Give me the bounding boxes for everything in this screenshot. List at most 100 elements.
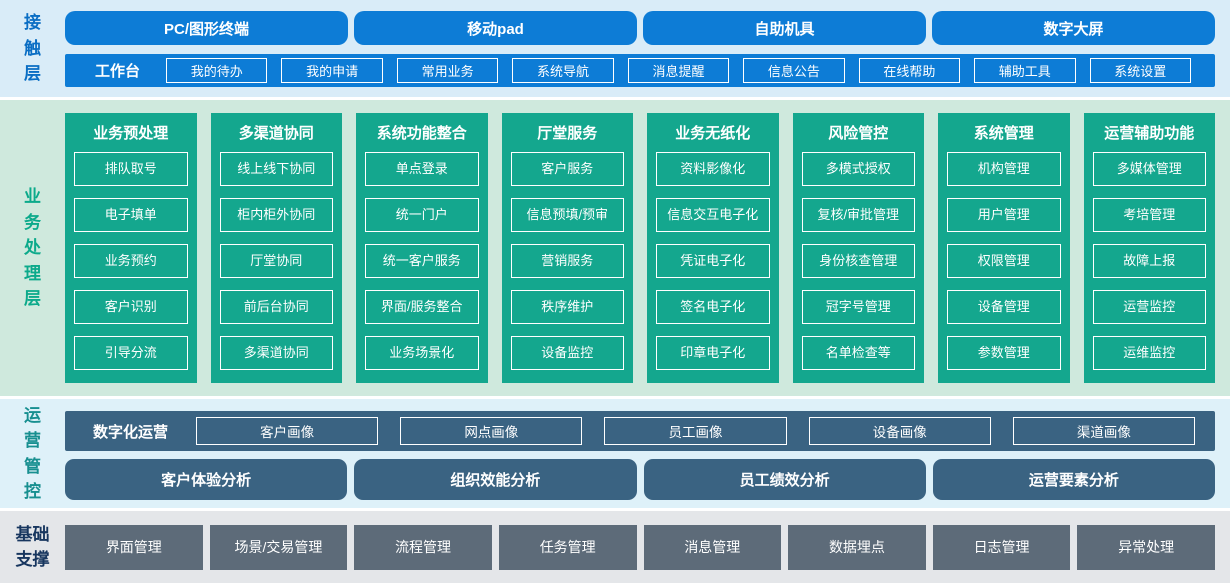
digital-operations-bar: 数字化运营 客户画像 网点画像 员工画像 设备画像 渠道画像 <box>65 411 1215 451</box>
module-box: 资料影像化 <box>656 152 770 186</box>
module-box: 厅堂协同 <box>219 244 333 278</box>
foundation-data-tracking: 数据埋点 <box>788 524 926 570</box>
contact-layer-label-zone: 接触层 <box>0 0 65 97</box>
terminal-pc-graphic: PC/图形终端 <box>65 11 348 45</box>
operations-layer-label-zone: 运营管控 <box>0 399 65 508</box>
workbench-bar: 工作台 我的待办 我的申请 常用业务 系统导航 消息提醒 信息公告 在线帮助 辅… <box>65 54 1215 87</box>
foundation-layer-label: 基础支撑 <box>15 524 50 570</box>
module-box: 单点登录 <box>365 152 479 186</box>
foundation-exception-handling: 异常处理 <box>1077 524 1215 570</box>
column-title: 多渠道协同 <box>238 125 314 142</box>
module-box: 排队取号 <box>74 152 188 186</box>
workbench-item-common-business: 常用业务 <box>396 58 499 83</box>
module-box: 运维监控 <box>1092 336 1206 370</box>
module-box: 秩序维护 <box>510 290 624 324</box>
column-operation-auxiliary: 运营辅助功能 多媒体管理 考培管理 故障上报 运营监控 运维监控 <box>1083 113 1215 383</box>
module-box: 设备管理 <box>947 290 1061 324</box>
processing-columns: 业务预处理 排队取号 电子填单 业务预约 客户识别 引导分流 多渠道协同 线上线… <box>65 113 1215 383</box>
workbench-item-message-alert: 消息提醒 <box>627 58 730 83</box>
column-system-function-integration: 系统功能整合 单点登录 统一门户 统一客户服务 界面/服务整合 业务场景化 <box>356 113 488 383</box>
foundation-layer-content: 界面管理 场景/交易管理 流程管理 任务管理 消息管理 数据埋点 日志管理 异常… <box>65 511 1215 583</box>
module-box: 多模式授权 <box>801 152 915 186</box>
column-title: 系统功能整合 <box>376 125 467 142</box>
module-box: 多媒体管理 <box>1092 152 1206 186</box>
column-title: 系统管理 <box>973 125 1034 142</box>
processing-layer-content: 业务预处理 排队取号 电子填单 业务预约 客户识别 引导分流 多渠道协同 线上线… <box>65 100 1215 396</box>
terminal-self-service: 自助机具 <box>643 11 926 45</box>
terminal-row: PC/图形终端 移动pad 自助机具 数字大屏 <box>65 11 1215 45</box>
module-box: 统一客户服务 <box>365 244 479 278</box>
workbench-item-system-nav: 系统导航 <box>512 58 614 83</box>
column-boxes: 多模式授权 复核/审批管理 身份核查管理 冠字号管理 名单检查等 <box>801 152 915 370</box>
foundation-items-row: 界面管理 场景/交易管理 流程管理 任务管理 消息管理 数据埋点 日志管理 异常… <box>65 524 1215 570</box>
foundation-log-management: 日志管理 <box>932 524 1071 570</box>
module-box: 考培管理 <box>1092 198 1206 232</box>
workbench-item-applications: 我的申请 <box>281 58 383 83</box>
column-boxes: 排队取号 电子填单 业务预约 客户识别 引导分流 <box>74 152 188 370</box>
module-box: 电子填单 <box>74 198 188 232</box>
module-box: 用户管理 <box>947 198 1061 232</box>
workbench-item-system-settings: 系统设置 <box>1089 58 1191 83</box>
module-box: 多渠道协同 <box>219 336 333 370</box>
foundation-scene-transaction: 场景/交易管理 <box>209 524 348 570</box>
column-risk-control: 风险管控 多模式授权 复核/审批管理 身份核查管理 冠字号管理 名单检查等 <box>792 113 924 383</box>
module-box: 名单检查等 <box>801 336 915 370</box>
module-box: 客户服务 <box>510 152 624 186</box>
foundation-layer-band: 基础支撑 界面管理 场景/交易管理 流程管理 任务管理 消息管理 数据埋点 日志… <box>0 511 1230 583</box>
column-paperless-business: 业务无纸化 资料影像化 信息交互电子化 凭证电子化 签名电子化 印章电子化 <box>647 113 779 383</box>
analysis-employee-performance: 员工绩效分析 <box>643 459 926 500</box>
module-box: 界面/服务整合 <box>365 290 479 324</box>
module-box: 客户识别 <box>74 290 188 324</box>
profile-customer: 客户画像 <box>196 417 379 445</box>
column-boxes: 多媒体管理 考培管理 故障上报 运营监控 运维监控 <box>1092 152 1206 370</box>
analysis-customer-experience: 客户体验分析 <box>65 459 348 500</box>
column-system-management: 系统管理 机构管理 用户管理 权限管理 设备管理 参数管理 <box>938 113 1070 383</box>
module-box: 设备监控 <box>510 336 624 370</box>
module-box: 业务预约 <box>74 244 188 278</box>
module-box: 参数管理 <box>947 336 1061 370</box>
module-box: 信息交互电子化 <box>656 198 770 232</box>
module-box: 凭证电子化 <box>656 244 770 278</box>
module-box: 权限管理 <box>947 244 1061 278</box>
analysis-operation-elements: 运营要素分析 <box>932 459 1215 500</box>
workbench-item-info-notice: 信息公告 <box>743 58 845 83</box>
workbench-item-todo: 我的待办 <box>166 58 268 83</box>
foundation-process-management: 流程管理 <box>354 524 492 570</box>
module-box: 统一门户 <box>365 198 479 232</box>
module-box: 信息预填/预审 <box>510 198 624 232</box>
operations-layer-content: 数字化运营 客户画像 网点画像 员工画像 设备画像 渠道画像 客户体验分析 组织… <box>65 399 1215 508</box>
foundation-layer-label-zone: 基础支撑 <box>0 511 65 583</box>
contact-layer-label: 接触层 <box>24 13 41 84</box>
processing-layer-label: 业务处理层 <box>24 187 41 309</box>
operations-layer-band: 运营管控 数字化运营 客户画像 网点画像 员工画像 设备画像 渠道画像 客户体验… <box>0 399 1230 508</box>
column-boxes: 机构管理 用户管理 权限管理 设备管理 参数管理 <box>947 152 1061 370</box>
foundation-task-management: 任务管理 <box>498 524 637 570</box>
module-box: 故障上报 <box>1092 244 1206 278</box>
contact-layer-content: PC/图形终端 移动pad 自助机具 数字大屏 工作台 我的待办 我的申请 常用… <box>65 0 1215 97</box>
analysis-row: 客户体验分析 组织效能分析 员工绩效分析 运营要素分析 <box>65 459 1215 500</box>
terminal-mobile-pad: 移动pad <box>354 11 637 45</box>
column-title: 业务预处理 <box>93 125 169 142</box>
module-box: 运营监控 <box>1092 290 1206 324</box>
profile-device: 设备画像 <box>808 417 991 445</box>
column-boxes: 客户服务 信息预填/预审 营销服务 秩序维护 设备监控 <box>510 152 624 370</box>
terminal-digital-screen: 数字大屏 <box>932 11 1215 45</box>
profile-employee: 员工画像 <box>604 417 787 445</box>
column-title: 厅堂服务 <box>537 125 598 142</box>
column-boxes: 线上线下协同 柜内柜外协同 厅堂协同 前后台协同 多渠道协同 <box>219 152 333 370</box>
column-multichannel-collaboration: 多渠道协同 线上线下协同 柜内柜外协同 厅堂协同 前后台协同 多渠道协同 <box>210 113 342 383</box>
module-box: 营销服务 <box>510 244 624 278</box>
analysis-org-efficiency: 组织效能分析 <box>354 459 637 500</box>
column-title: 运营辅助功能 <box>1104 125 1195 142</box>
profile-branch: 网点画像 <box>400 417 583 445</box>
profile-channel: 渠道画像 <box>1012 417 1196 445</box>
module-box: 前后台协同 <box>219 290 333 324</box>
column-boxes: 单点登录 统一门户 统一客户服务 界面/服务整合 业务场景化 <box>365 152 479 370</box>
contact-layer-band: 接触层 PC/图形终端 移动pad 自助机具 数字大屏 工作台 我的待办 我的申… <box>0 0 1230 97</box>
workbench-label: 工作台 <box>95 63 141 80</box>
column-title: 风险管控 <box>828 125 889 142</box>
column-lobby-service: 厅堂服务 客户服务 信息预填/预审 营销服务 秩序维护 设备监控 <box>501 113 633 383</box>
module-box: 业务场景化 <box>365 336 479 370</box>
module-box: 冠字号管理 <box>801 290 915 324</box>
